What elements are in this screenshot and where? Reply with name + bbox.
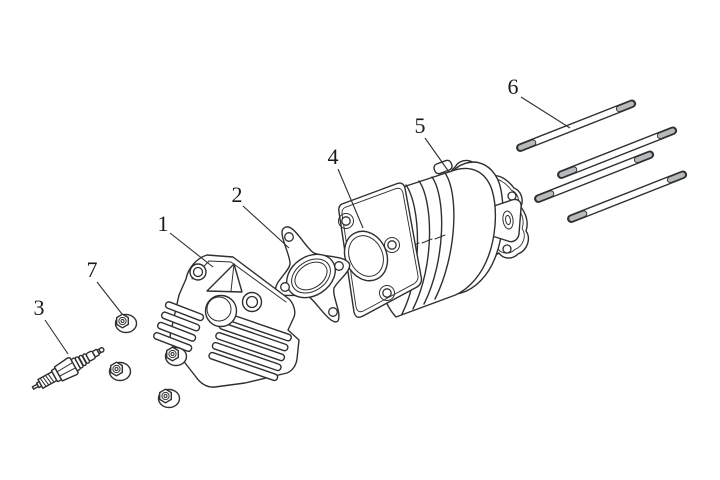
stud-bolt-1	[516, 99, 637, 152]
callout-label-2: 2	[232, 182, 243, 207]
head-fins-right	[208, 312, 292, 382]
callout-leader-5	[424, 137, 450, 173]
callout-leader-1	[169, 232, 214, 268]
exhaust-port-flange	[491, 198, 522, 243]
head-gasket-hole	[284, 232, 294, 242]
cylinder-head	[153, 254, 300, 388]
stud-bolt-2	[557, 126, 678, 179]
head-gasket	[275, 226, 351, 323]
flange-nut-4	[157, 388, 181, 409]
stud-bolt-4	[567, 170, 688, 223]
head-gasket-hole	[334, 261, 344, 271]
cylinder-barrel	[332, 159, 522, 319]
callout-label-4: 4	[328, 144, 339, 169]
callout-label-6: 6	[508, 74, 519, 99]
callout-label-5: 5	[415, 113, 426, 138]
flange-nut-1	[114, 313, 138, 334]
callout-label-3: 3	[34, 295, 45, 320]
base-gasket-hole	[502, 244, 512, 254]
callout-leader-4	[337, 168, 364, 229]
callout-label-7: 7	[87, 257, 98, 282]
stud-bolt-3	[534, 150, 655, 203]
callout-leader-7	[96, 281, 123, 315]
head-gasket-hole	[280, 282, 290, 292]
combustion-dome	[204, 294, 238, 328]
flange-nut-2	[108, 361, 132, 382]
flange-nut-3	[164, 346, 188, 367]
spark-plug	[31, 347, 105, 390]
callout-leader-6	[520, 96, 571, 129]
head-fins-left	[153, 301, 205, 353]
callout-leader-3	[44, 319, 69, 355]
callout-label-1: 1	[158, 211, 169, 236]
callout-leader-2	[242, 205, 290, 249]
head-gasket-hole	[328, 307, 338, 317]
